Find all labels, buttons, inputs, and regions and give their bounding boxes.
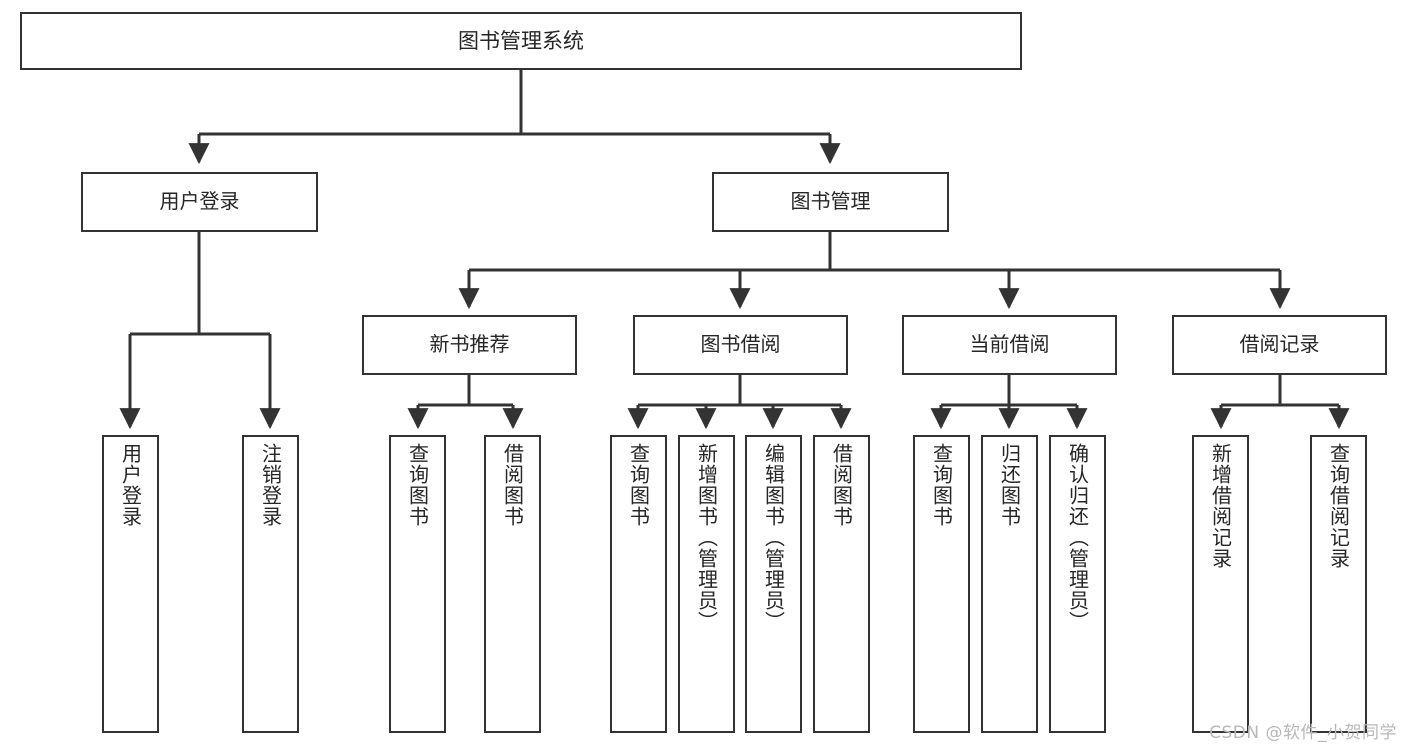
node-label: 图书管理系统 <box>458 28 584 53</box>
node-user-login[interactable]: 用户登录 <box>81 172 318 232</box>
leaf-user-login[interactable]: 用户登录 <box>102 435 159 733</box>
node-label: 确认归还（管理员） <box>1065 443 1090 632</box>
node-label: 注销登录 <box>258 443 283 527</box>
node-label: 编辑图书（管理员） <box>761 443 786 632</box>
node-book-borrow[interactable]: 图书借阅 <box>633 315 848 375</box>
node-label: 当前借阅 <box>969 332 1050 357</box>
leaf-query-book-current[interactable]: 查询图书 <box>913 435 970 733</box>
node-label: 用户登录 <box>159 189 240 214</box>
leaf-add-borrow-record[interactable]: 新增借阅记录 <box>1192 435 1249 733</box>
node-label: 新增借阅记录 <box>1208 443 1233 569</box>
leaf-query-borrow-record[interactable]: 查询借阅记录 <box>1310 435 1367 733</box>
node-current-borrow[interactable]: 当前借阅 <box>902 315 1117 375</box>
leaf-add-book-admin[interactable]: 新增图书（管理员） <box>678 435 735 733</box>
node-label: 归还图书 <box>997 443 1022 527</box>
node-root-system[interactable]: 图书管理系统 <box>20 12 1022 70</box>
node-label: 借阅记录 <box>1239 332 1320 357</box>
node-book-management[interactable]: 图书管理 <box>712 172 949 232</box>
leaf-user-logout[interactable]: 注销登录 <box>242 435 299 733</box>
leaf-borrow-book[interactable]: 借阅图书 <box>813 435 870 733</box>
leaf-return-book[interactable]: 归还图书 <box>981 435 1038 733</box>
node-label: 查询图书 <box>929 443 954 527</box>
node-label: 新书推荐 <box>429 332 510 357</box>
node-label: 用户登录 <box>118 443 143 527</box>
leaf-query-book-borrow[interactable]: 查询图书 <box>610 435 667 733</box>
node-label: 图书借阅 <box>700 332 781 357</box>
leaf-edit-book-admin[interactable]: 编辑图书（管理员） <box>745 435 802 733</box>
watermark-text: CSDN @软件_小贺同学 <box>1209 723 1397 743</box>
node-label: 借阅图书 <box>829 443 854 527</box>
leaf-confirm-return-admin[interactable]: 确认归还（管理员） <box>1049 435 1106 733</box>
leaf-borrow-book-recommend[interactable]: 借阅图书 <box>484 435 541 733</box>
node-new-book-recommend[interactable]: 新书推荐 <box>362 315 577 375</box>
node-label: 借阅图书 <box>500 443 525 527</box>
node-label: 新增图书（管理员） <box>694 443 719 632</box>
node-label: 查询图书 <box>405 443 430 527</box>
node-label: 查询借阅记录 <box>1326 443 1351 569</box>
node-label: 图书管理 <box>790 189 871 214</box>
node-label: 查询图书 <box>626 443 651 527</box>
node-borrow-record[interactable]: 借阅记录 <box>1172 315 1387 375</box>
leaf-query-book-recommend[interactable]: 查询图书 <box>389 435 446 733</box>
